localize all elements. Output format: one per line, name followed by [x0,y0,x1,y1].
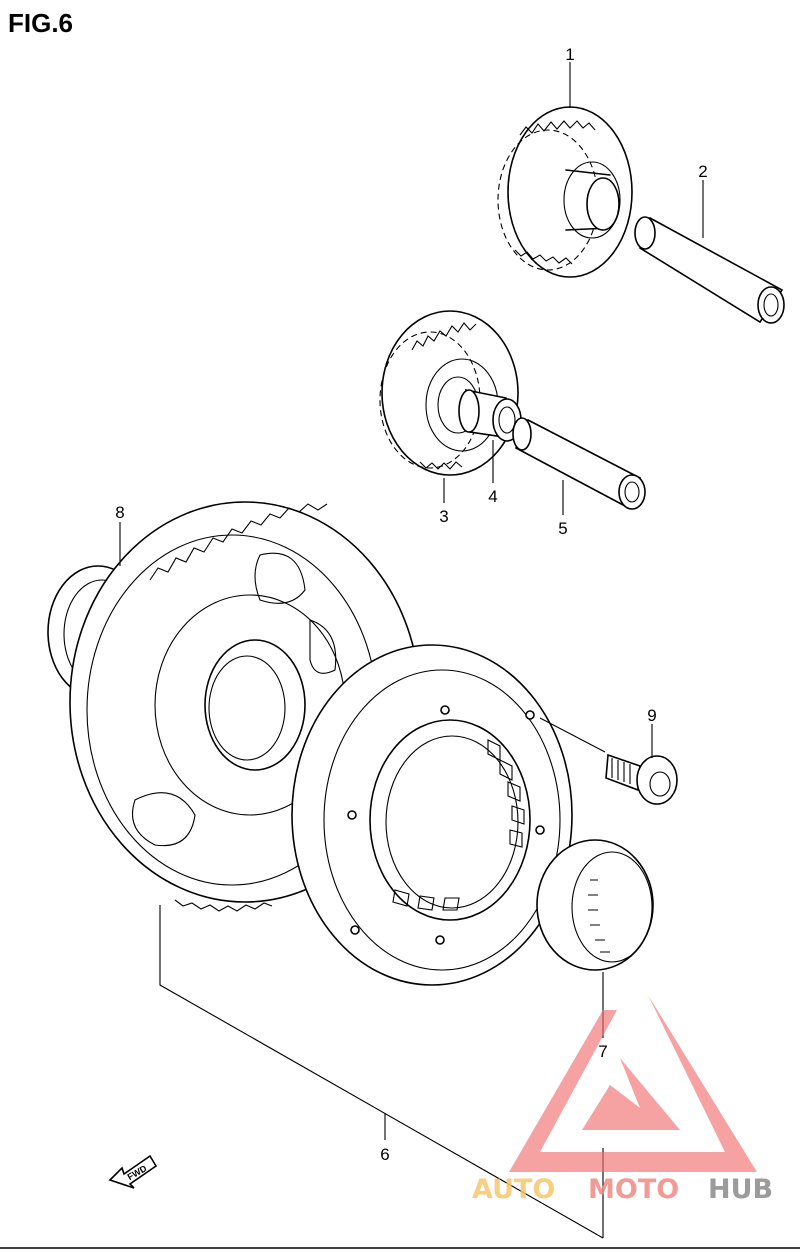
callout-2: 2 [698,162,707,181]
part-4-bushing[interactable] [458,389,522,442]
part-5-shaft[interactable] [512,417,646,510]
watermark: AUTO MOTO HUB [472,995,773,1205]
callout-9: 9 [647,706,656,725]
watermark-moto: MOTO [588,1174,679,1205]
part-2-shaft[interactable] [634,216,785,324]
figure-title: FIG.6 [8,8,73,38]
part-9-bolt[interactable] [605,753,678,805]
fwd-arrow-icon: FWD [108,1154,158,1189]
part-3-gear[interactable] [379,310,519,476]
part-1-gear[interactable] [497,106,633,278]
part-clutch-assembly[interactable] [291,644,573,986]
callout-7: 7 [598,1042,607,1061]
part-7-bearing[interactable] [536,839,654,971]
callout-8: 8 [115,503,124,522]
watermark-hub: HUB [708,1174,773,1205]
callout-3: 3 [439,507,448,526]
callout-1: 1 [565,45,574,64]
callout-4: 4 [488,487,497,506]
callout-6: 6 [380,1145,389,1164]
watermark-triangle-icon [509,995,757,1172]
callout-5: 5 [558,519,567,538]
callout-numbers: 1 2 3 4 5 6 7 8 9 [115,45,707,1164]
watermark-auto: AUTO [472,1174,555,1205]
